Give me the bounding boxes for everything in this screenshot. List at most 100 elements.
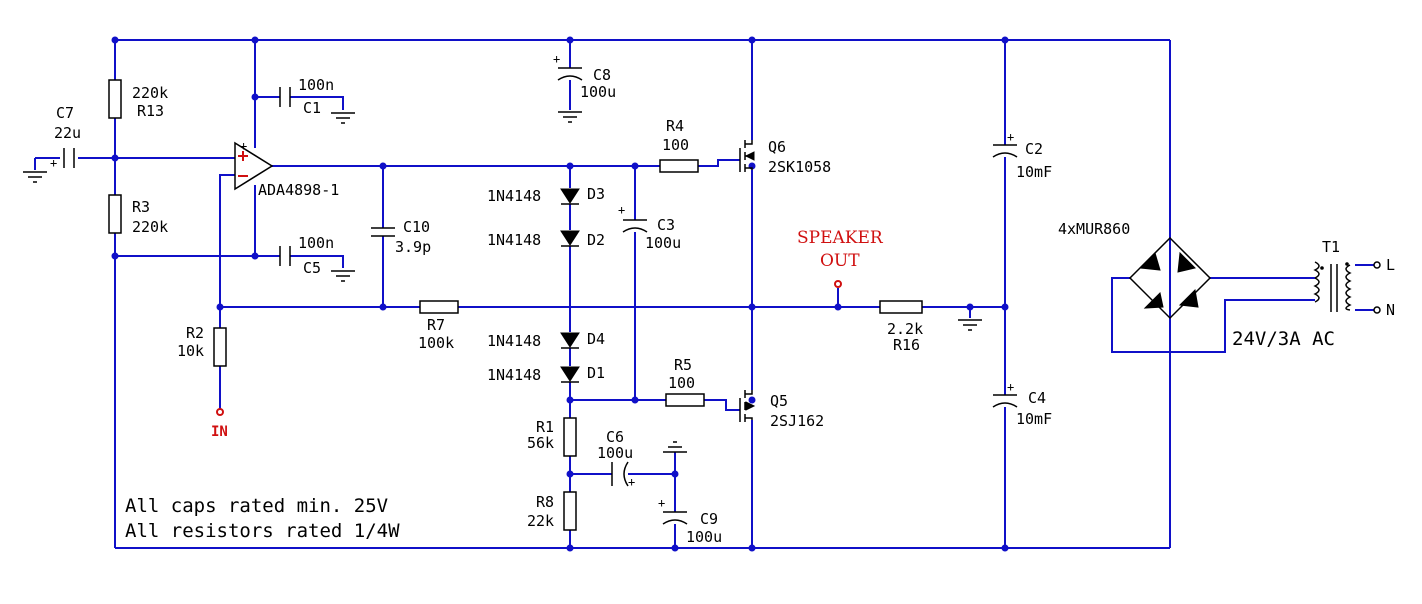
label-c10-value: 3.9p	[395, 238, 431, 256]
label-c2: C2	[1025, 140, 1043, 158]
label-r4-value: 100	[662, 136, 689, 154]
label-r1: R1	[536, 418, 554, 436]
note-resistors: All resistors rated 1/4W	[125, 520, 400, 542]
ground-icon	[23, 171, 47, 183]
capacitor-c9: +	[658, 496, 688, 525]
label-c1-value: 100n	[298, 76, 334, 94]
capacitor-c2: +	[992, 130, 1018, 158]
mosfet-q5	[739, 390, 756, 422]
resistor-r5	[665, 393, 705, 407]
diode-d3	[560, 188, 580, 205]
label-q5: Q5	[770, 392, 788, 410]
label-r13: R13	[137, 102, 164, 120]
label-d1-value: 1N4148	[487, 366, 541, 384]
ground-icon	[663, 441, 687, 453]
label-q6: Q6	[768, 138, 786, 156]
wires	[34, 39, 1375, 549]
label-r3-value: 220k	[132, 218, 168, 236]
label-r7-value: 100k	[418, 334, 454, 352]
label-c9-value: 100u	[686, 528, 722, 546]
label-d2-value: 1N4148	[487, 231, 541, 249]
label-c3-value: 100u	[645, 234, 681, 252]
label-d4: D4	[587, 330, 605, 348]
op-amp-ada4898: +	[234, 139, 274, 191]
bridge-rectifier	[1128, 236, 1212, 320]
label-speaker-out: OUT	[820, 251, 860, 271]
label-r2-value: 10k	[177, 342, 204, 360]
resistor-r2	[213, 327, 227, 367]
label-r13-value: 220k	[132, 84, 168, 102]
label-r8-value: 22k	[527, 512, 554, 530]
label-d3: D3	[587, 185, 605, 203]
resistor-r3	[108, 194, 122, 234]
transformer-t1	[1313, 261, 1352, 312]
label-c5-value: 100n	[298, 234, 334, 252]
junction-dots	[111, 36, 1009, 552]
capacitor-c8: +	[553, 52, 583, 81]
label-c5: C5	[303, 259, 321, 277]
label-r16-value: 2.2k	[887, 320, 923, 338]
label-l: L	[1386, 256, 1395, 274]
label-n: N	[1386, 301, 1395, 319]
label-r5: R5	[674, 356, 692, 374]
label-d1: D1	[587, 364, 605, 382]
svg-text:+: +	[1007, 130, 1014, 144]
label-r3: R3	[132, 198, 150, 216]
ground-icon	[558, 111, 582, 123]
label-r16: R16	[893, 336, 920, 354]
label-c1: C1	[303, 99, 321, 117]
label-d2: D2	[587, 231, 605, 249]
svg-text:+: +	[553, 52, 560, 66]
speaker-terminal	[834, 280, 842, 288]
svg-text:+: +	[628, 475, 635, 489]
resistor-r8	[563, 491, 577, 531]
label-q6-value: 2SK1058	[768, 158, 831, 176]
label-r4: R4	[666, 117, 684, 135]
ground-icon	[331, 270, 355, 282]
capacitor-c4: +	[992, 380, 1018, 408]
resistor-r16	[879, 300, 923, 314]
component-labels: C7 22u 220k R13 R3 220k 100n C1 100n C5 …	[54, 66, 1395, 546]
label-r5-value: 100	[668, 374, 695, 392]
label-in: IN	[211, 424, 228, 440]
label-c7-value: 22u	[54, 124, 81, 142]
diode-d2	[560, 230, 580, 247]
diode-d1	[560, 366, 580, 383]
label-c9: C9	[700, 510, 718, 528]
label-c10: C10	[403, 218, 430, 236]
capacitor-c7: +	[50, 148, 75, 170]
label-t1-value: 24V/3A AC	[1232, 328, 1335, 350]
capacitor-c1	[279, 87, 291, 107]
input-terminal	[216, 408, 224, 416]
resistor-r13	[108, 79, 122, 119]
label-speaker: SPEAKER	[797, 228, 884, 248]
svg-text:+: +	[50, 156, 57, 170]
label-d4-value: 1N4148	[487, 332, 541, 350]
svg-text:+: +	[658, 496, 665, 510]
label-c6-value: 100u	[597, 444, 633, 462]
notes: All caps rated min. 25V All resistors ra…	[125, 495, 400, 542]
capacitor-c6: +	[611, 461, 635, 489]
label-t1: T1	[1322, 238, 1340, 256]
label-c8-value: 100u	[580, 83, 616, 101]
resistor-r1	[563, 417, 577, 457]
label-c6: C6	[606, 428, 624, 446]
label-c3: C3	[657, 216, 675, 234]
svg-text:+: +	[240, 139, 247, 153]
svg-text:+: +	[1007, 380, 1014, 394]
label-q5-value: 2SJ162	[770, 412, 824, 430]
label-bridge: 4xMUR860	[1058, 220, 1130, 238]
capacitor-c10	[371, 227, 395, 237]
label-r1-value: 56k	[527, 434, 554, 452]
label-c4-value: 10mF	[1016, 410, 1052, 428]
capacitor-c5	[279, 246, 291, 266]
label-r8: R8	[536, 493, 554, 511]
svg-text:+: +	[618, 203, 625, 217]
label-c4: C4	[1028, 389, 1046, 407]
resistor-r4	[659, 159, 699, 173]
label-c7: C7	[56, 104, 74, 122]
label-r7: R7	[427, 316, 445, 334]
label-c2-value: 10mF	[1016, 163, 1052, 181]
terminal-l	[1373, 261, 1381, 269]
